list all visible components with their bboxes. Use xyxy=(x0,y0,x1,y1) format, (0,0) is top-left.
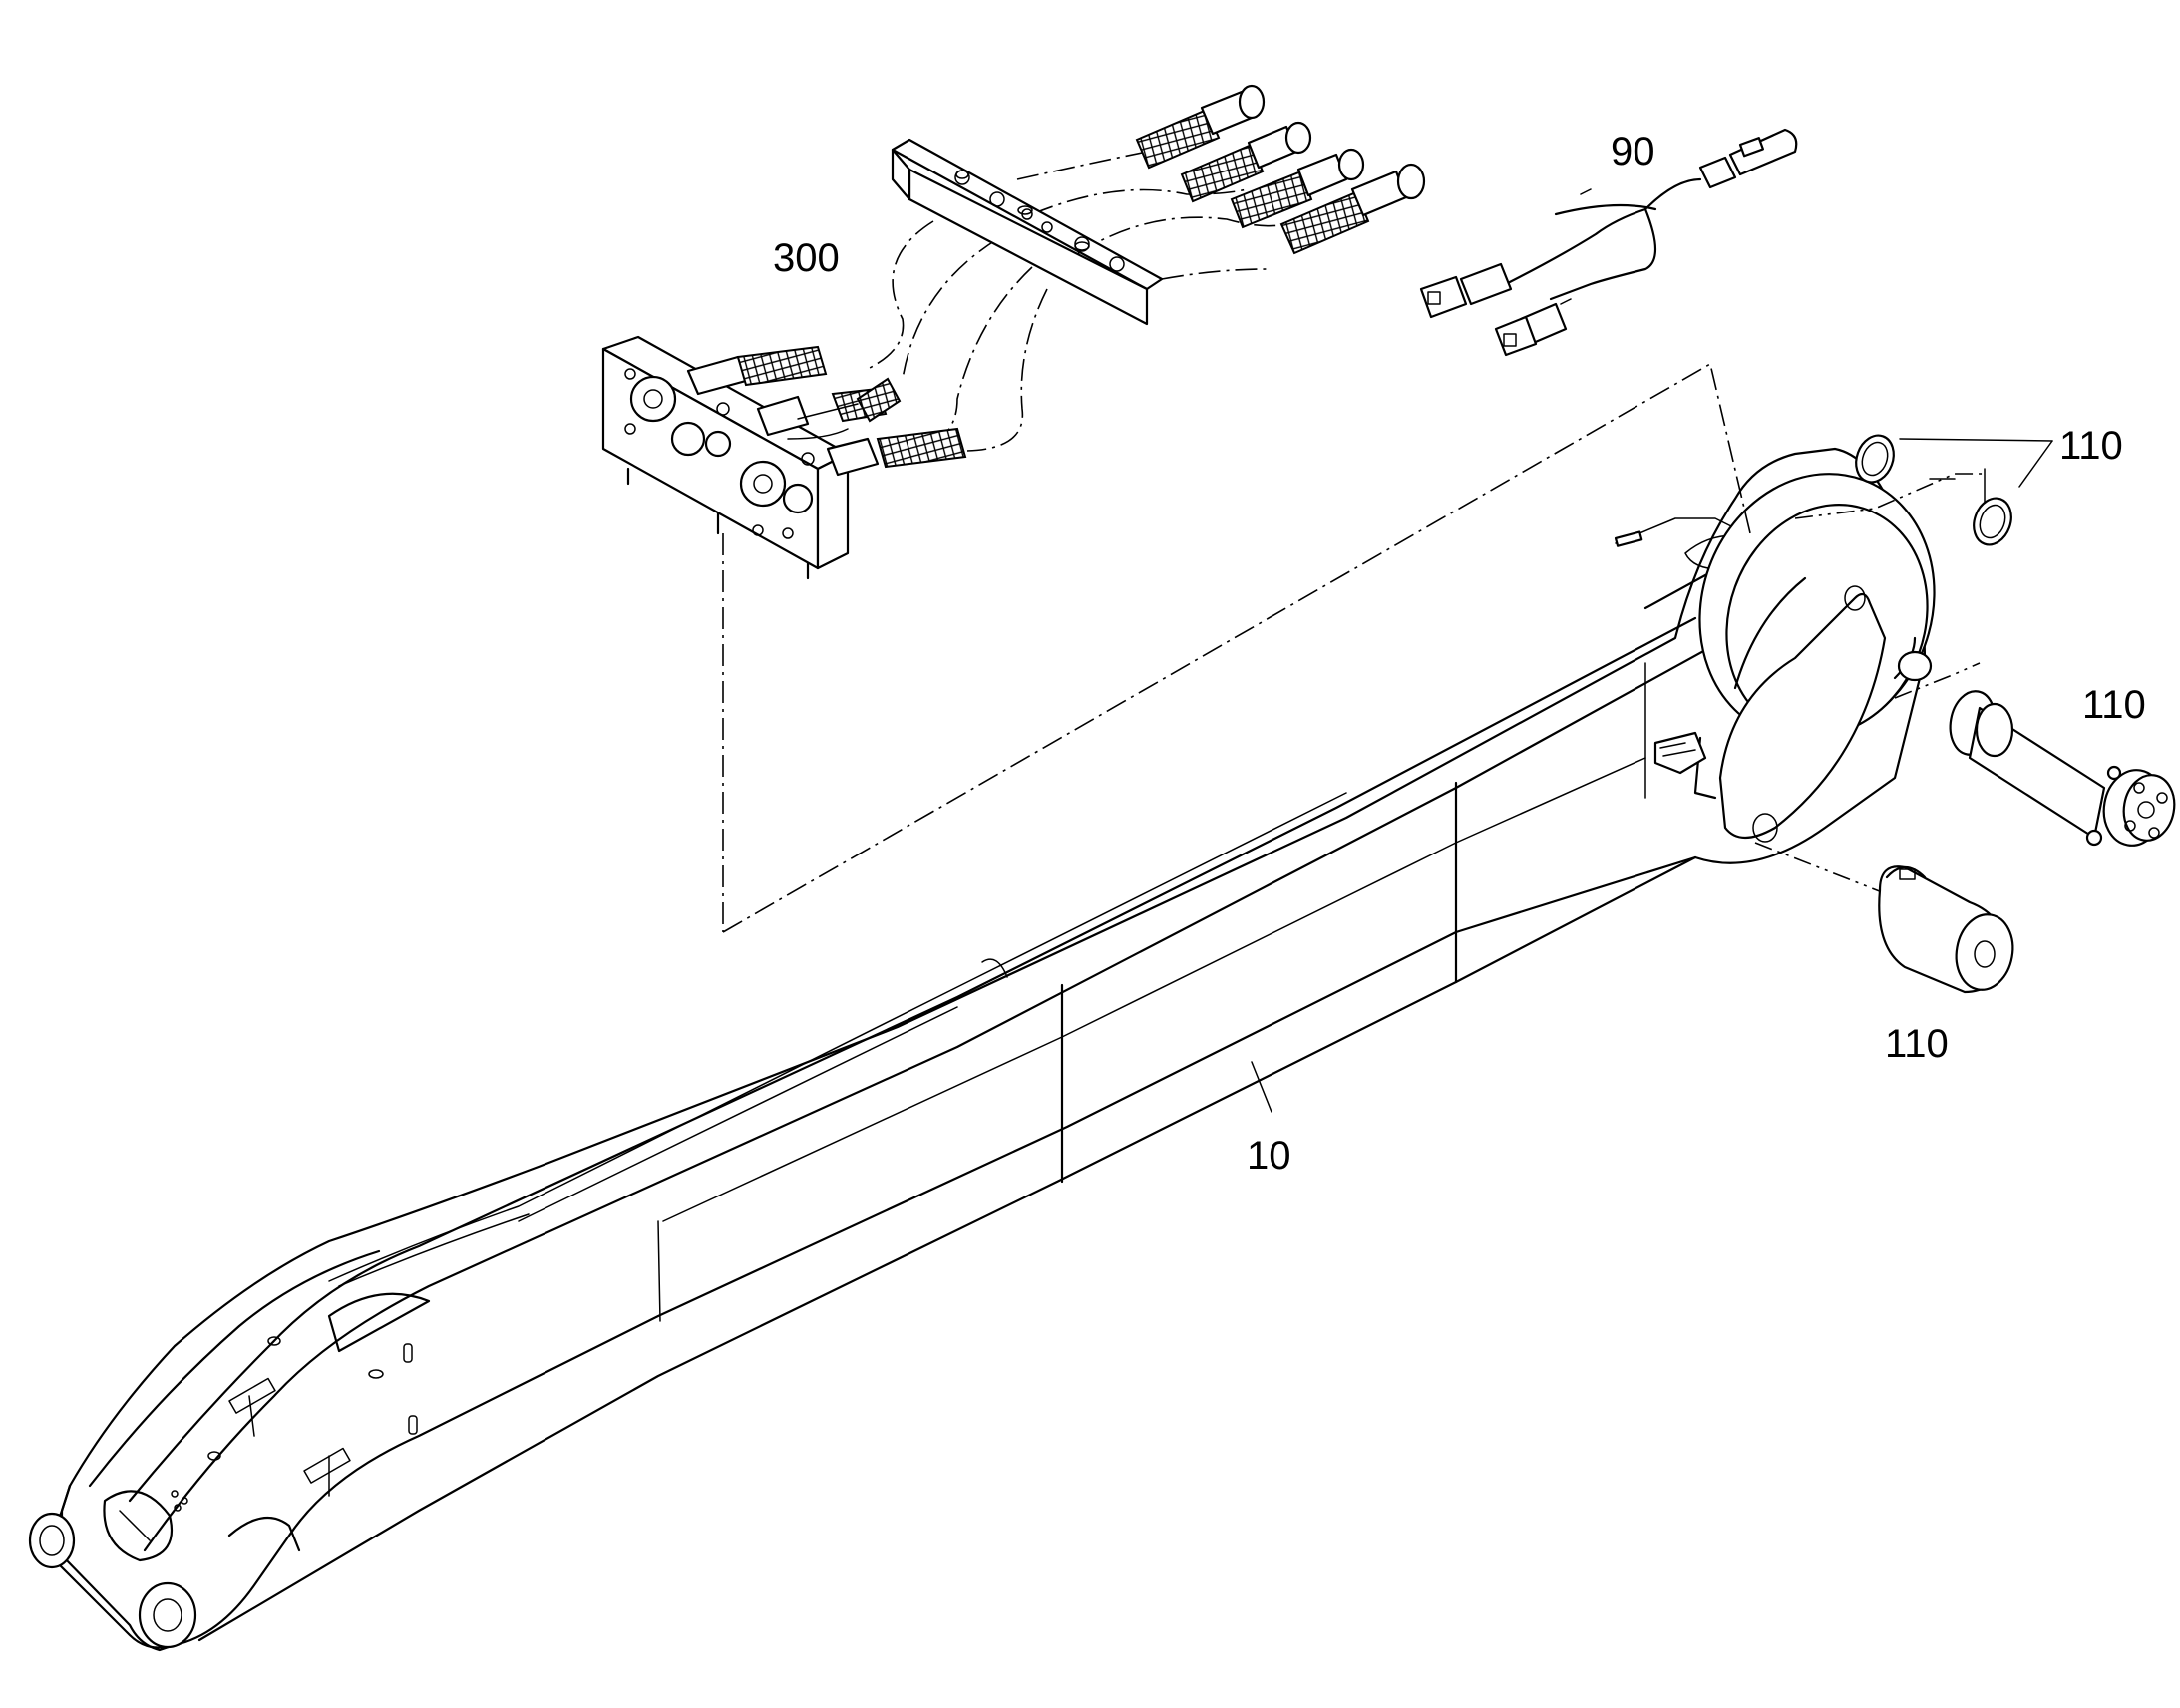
wiring-harness xyxy=(1419,128,1798,357)
label-part-300: 300 xyxy=(773,236,840,280)
label-part-110-bushing: 110 xyxy=(1885,1022,1949,1066)
label-part-110-seals: 110 xyxy=(2059,424,2123,468)
boom-arm xyxy=(28,447,1936,1652)
valve-block-assembly xyxy=(601,84,1426,580)
label-part-10: 10 xyxy=(1247,1134,1291,1178)
label-part-110-pin: 110 xyxy=(2082,683,2146,727)
part-labels: 300 90 110 110 110 10 xyxy=(773,130,2146,1178)
pivot-pin xyxy=(1949,690,2176,847)
label-part-90: 90 xyxy=(1611,130,1655,173)
bushing xyxy=(1878,865,2014,994)
assembly-leader-lines xyxy=(722,149,2053,1113)
seal-rings xyxy=(1855,434,2012,546)
